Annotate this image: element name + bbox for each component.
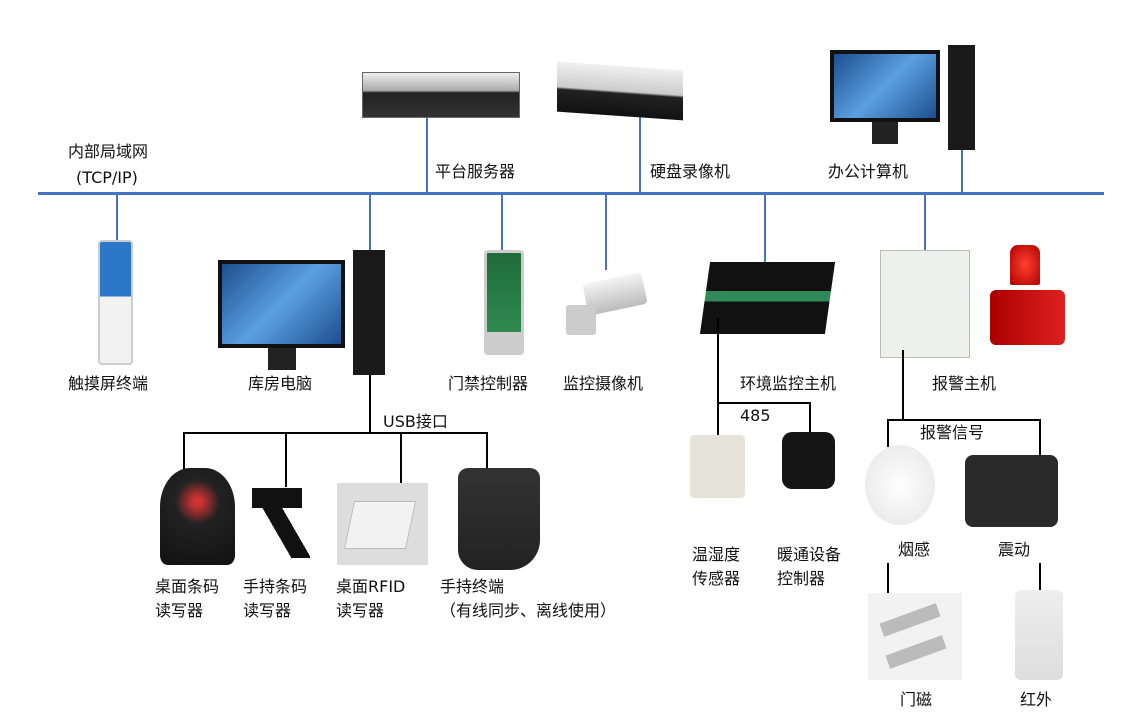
- office-monitor-image: [830, 50, 940, 122]
- usb-label: USB接口: [383, 412, 448, 431]
- lan-link: [369, 195, 371, 250]
- rs485-link: [717, 318, 719, 440]
- dvr-label: 硬盘录像机: [650, 162, 731, 181]
- lan-link: [426, 118, 428, 193]
- label-line: 读写器: [336, 601, 385, 620]
- rs485-link: [809, 402, 811, 450]
- rfid-reader-image: [337, 483, 428, 565]
- hvac-controller-label: 暖通设备控制器: [777, 543, 841, 591]
- usb-link: [285, 432, 287, 487]
- label-line: （有线同步、离线使用）: [440, 601, 617, 620]
- label-line: 读写器: [243, 601, 292, 620]
- alarm-link: [887, 563, 889, 595]
- hand-scanner-label: 手持条码读写器: [243, 575, 307, 623]
- usb-link: [369, 375, 371, 433]
- usb-link: [400, 432, 402, 484]
- siren-image: [1010, 245, 1040, 285]
- alarm-link: [1039, 563, 1041, 591]
- label-line: 桌面条码: [155, 577, 220, 596]
- label-line: 手持条码: [243, 577, 308, 596]
- env-host-image: [699, 262, 836, 334]
- siren-horn: [990, 290, 1065, 345]
- touch-terminal-image: [98, 240, 133, 365]
- server-image: [362, 72, 520, 118]
- desk-scanner-image: [160, 468, 235, 565]
- lan-link: [501, 195, 503, 250]
- lan-label: 内部局域网: [68, 142, 149, 161]
- usb-link: [183, 432, 185, 470]
- camera-label: 监控摄像机: [563, 374, 644, 393]
- handheld-terminal-label: 手持终端 （有线同步、离线使用）: [440, 575, 616, 623]
- lan-link: [116, 195, 118, 240]
- lan-bus: [38, 192, 1104, 195]
- smoke-detector-image: [865, 445, 935, 525]
- platform-server-label: 平台服务器: [435, 162, 516, 181]
- office-pc-label: 办公计算机: [828, 162, 909, 181]
- rs485-bus: [717, 402, 811, 404]
- alarm-signal-label: 报警信号: [920, 423, 985, 442]
- vibration-label: 震动: [998, 540, 1031, 559]
- lan-protocol: (TCP/IP): [76, 168, 138, 187]
- desk-scanner-label: 桌面条码读写器: [155, 575, 219, 623]
- touch-terminal-label: 触摸屏终端: [68, 374, 149, 393]
- lan-link: [961, 150, 963, 193]
- door-magnet-label: 门磁: [900, 690, 933, 709]
- usb-link: [486, 432, 488, 468]
- warehouse-tower-image: [353, 250, 385, 375]
- alarm-link: [1039, 419, 1041, 455]
- warehouse-pc-label: 库房电脑: [248, 374, 313, 393]
- dvr-image: [557, 61, 683, 121]
- office-tower-image: [948, 45, 975, 150]
- hand-scanner-image: [252, 488, 310, 558]
- temp-sensor-label: 温湿度传感器: [692, 543, 740, 591]
- label-line: 读写器: [155, 601, 204, 620]
- warehouse-monitor-stand: [268, 348, 296, 370]
- usb-bus: [183, 432, 488, 434]
- alarm-link: [902, 350, 904, 420]
- env-host-label: 环境监控主机: [740, 374, 837, 393]
- alarm-link: [887, 419, 889, 447]
- smoke-label: 烟感: [898, 540, 931, 559]
- vibration-sensor-image: [965, 455, 1058, 527]
- lan-link: [639, 116, 641, 193]
- infrared-sensor-image: [1015, 590, 1063, 680]
- alarm-host-image: [880, 250, 970, 358]
- alarm-bus: [887, 419, 1041, 421]
- label-line: 控制器: [777, 569, 826, 588]
- lan-link: [924, 195, 926, 250]
- label-line: 温湿度: [692, 545, 741, 564]
- warehouse-monitor-image: [218, 260, 345, 348]
- door-controller-label: 门禁控制器: [448, 374, 529, 393]
- label-line: 手持终端: [440, 577, 505, 596]
- lan-link: [605, 195, 607, 270]
- alarm-host-label: 报警主机: [932, 374, 997, 393]
- infrared-label: 红外: [1020, 690, 1053, 709]
- label-line: 传感器: [692, 569, 741, 588]
- camera-mount: [566, 305, 596, 335]
- label-line: 桌面RFID: [336, 577, 406, 596]
- rfid-label: 桌面RFID 读写器: [336, 575, 405, 623]
- temp-sensor-image: [690, 435, 745, 498]
- handheld-terminal-image: [458, 468, 540, 570]
- lan-link: [764, 195, 766, 262]
- label-line: 暖通设备: [777, 545, 842, 564]
- door-magnet-image: [868, 593, 962, 680]
- office-monitor-stand: [872, 122, 898, 144]
- door-controller-image: [484, 250, 524, 355]
- hvac-controller-image: [782, 432, 835, 489]
- rs485-label: 485: [740, 406, 771, 425]
